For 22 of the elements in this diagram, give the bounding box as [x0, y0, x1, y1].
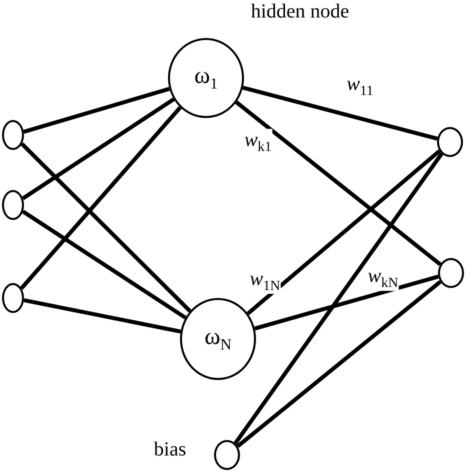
connection-line	[23, 86, 170, 134]
node-circle	[2, 120, 24, 150]
connection-line	[235, 100, 442, 266]
connection-line	[236, 280, 442, 448]
node-circle	[214, 440, 240, 470]
connection-line	[24, 298, 182, 334]
neuron-circle: ω$_{1}$	[168, 38, 244, 118]
node-circle	[438, 258, 464, 288]
connection-line	[242, 86, 438, 141]
layer-label: hidden node	[250, 0, 350, 24]
connection-line	[254, 274, 439, 331]
connection-line	[20, 142, 192, 313]
connection-line	[234, 152, 444, 445]
connection-line	[22, 210, 187, 320]
node-caption: bias	[154, 438, 186, 462]
node-circle	[2, 190, 24, 220]
connection-line	[246, 149, 441, 316]
node-circle	[2, 283, 24, 313]
neuron-circle: ω$_{N}$	[180, 298, 256, 380]
connection-line	[20, 106, 182, 290]
node-circle	[437, 127, 463, 157]
connection-line	[22, 98, 175, 200]
